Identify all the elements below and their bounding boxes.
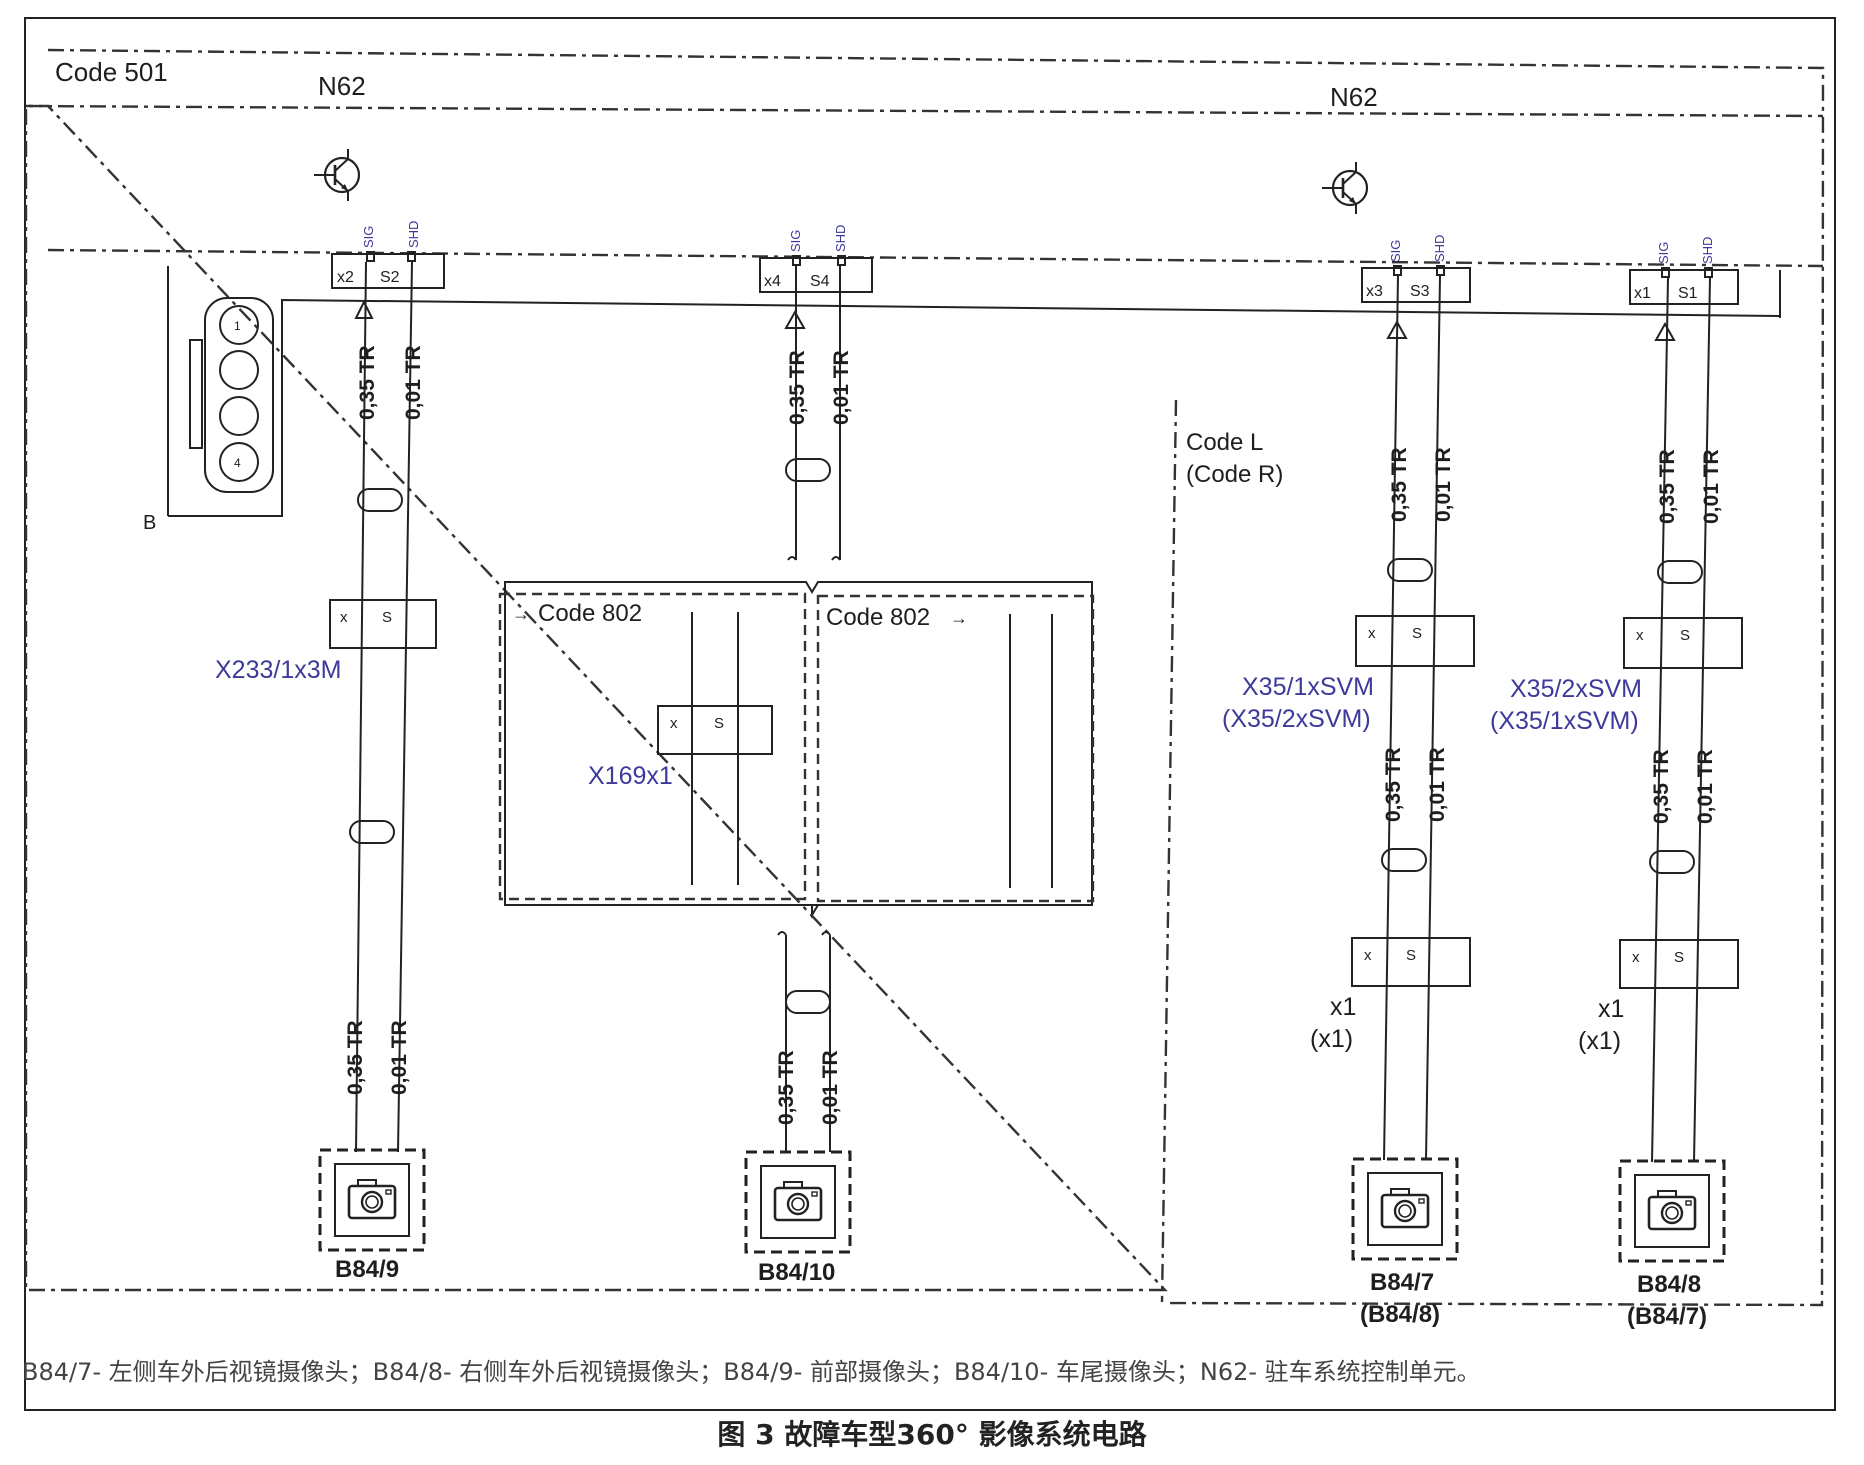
- camera-icon-b84-7: [1351, 1157, 1459, 1261]
- channel-right1: x S x S X35/1xSVM (X35/2xSVM) x1 (x1) 0,…: [1222, 275, 1475, 1161]
- svg-text:X35/2xSVM: X35/2xSVM: [1510, 675, 1642, 703]
- svg-text:0,01 TR: 0,01 TR: [388, 1020, 411, 1095]
- inline-connector-name: X233/1x3M: [215, 656, 341, 684]
- connector-s-label: S3: [1410, 283, 1430, 300]
- svg-text:x: x: [670, 715, 678, 732]
- svg-text:0,35 TR: 0,35 TR: [344, 1020, 367, 1095]
- figure-caption: 图 3 故障车型360° 影像系统电路: [717, 1418, 1147, 1451]
- camera-label-b84-8: B84/8: [1637, 1271, 1701, 1298]
- camera-label-b84-10: B84/10: [758, 1259, 835, 1286]
- module-connector-right2: x1 S1 SIG SHD: [1629, 237, 1739, 305]
- code-501-label: Code 501: [55, 57, 168, 87]
- camera-label-b84-9: B84/9: [335, 1256, 399, 1283]
- module-connector-mid: x4 S4 SIG SHD: [759, 225, 873, 293]
- svg-text:(x1): (x1): [1310, 1025, 1353, 1053]
- svg-text:x1: x1: [1598, 995, 1624, 1023]
- svg-text:0,35 TR: 0,35 TR: [775, 1050, 798, 1125]
- code-802-right: Code 802: [826, 604, 930, 631]
- svg-text:S: S: [1406, 947, 1416, 964]
- svg-text:x: x: [1364, 947, 1372, 964]
- svg-text:0,35 TR: 0,35 TR: [786, 350, 809, 425]
- svg-text:0,35 TR: 0,35 TR: [1388, 447, 1411, 522]
- svg-text:S: S: [382, 609, 392, 626]
- svg-text:→: →: [950, 608, 968, 628]
- module-connector-left: x2 S2 SIG SHD: [331, 221, 445, 289]
- camera-icon-b84-8: [1618, 1159, 1726, 1263]
- svg-text:x: x: [340, 609, 348, 626]
- svg-text:x1: x1: [1330, 993, 1356, 1021]
- camera-icon-b84-10: [744, 1150, 852, 1254]
- code-r-label: (Code R): [1186, 461, 1283, 488]
- plug-pin-1: 1: [234, 319, 241, 333]
- camera-label-b84-8-alt: (B84/7): [1627, 1303, 1707, 1330]
- plug-pin-4: 4: [234, 456, 241, 470]
- svg-text:0,01 TR: 0,01 TR: [1700, 449, 1723, 524]
- svg-text:S: S: [1680, 627, 1690, 644]
- can-bus-line: [168, 298, 1781, 517]
- svg-text:S: S: [1412, 625, 1422, 642]
- svg-text:x: x: [1368, 625, 1376, 642]
- svg-text:X35/1xSVM: X35/1xSVM: [1242, 673, 1374, 701]
- svg-text:x: x: [1632, 949, 1640, 966]
- svg-text:0,35 TR: 0,35 TR: [1650, 749, 1673, 824]
- svg-text:0,35 TR: 0,35 TR: [1382, 747, 1405, 822]
- svg-text:S: S: [1674, 949, 1684, 966]
- connector-s-label: S4: [810, 273, 830, 290]
- channel-left: x S X233/1x3M 0,35 TR 0,01 TR 0,35 TR 0,…: [215, 261, 437, 1153]
- camera-icon-b84-9: [318, 1148, 426, 1252]
- code-l-label: Code L: [1186, 429, 1263, 456]
- module-connector-right1: x3 S3 SIG SHD: [1361, 235, 1471, 303]
- plug-b: 1 4 B: [143, 297, 274, 534]
- svg-text:0,01 TR: 0,01 TR: [830, 350, 853, 425]
- shd-label: SHD: [833, 225, 848, 252]
- connector-s-label: S2: [380, 269, 400, 286]
- camera-label-b84-7-alt: (B84/8): [1360, 1301, 1440, 1328]
- shd-label: SHD: [1700, 237, 1715, 264]
- svg-text:0,01 TR: 0,01 TR: [402, 345, 425, 420]
- svg-text:0,01 TR: 0,01 TR: [819, 1050, 842, 1125]
- code-501-boundary: [24, 48, 1825, 1307]
- transistor-icon-right: [1320, 160, 1369, 216]
- code-802-region: Code 802 → Code 802 → x S X169x1: [498, 581, 1095, 919]
- svg-text:(x1): (x1): [1578, 1027, 1621, 1055]
- connector-x-label: x1: [1634, 285, 1651, 302]
- svg-text:x: x: [1636, 627, 1644, 644]
- plug-label: B: [143, 512, 156, 534]
- code-l-boundary: [1160, 399, 1178, 1303]
- channel-mid: 0,35 TR 0,01 TR 0,35 TR 0,01 TR: [775, 266, 853, 1152]
- shd-label: SHD: [1432, 235, 1447, 262]
- sig-label: SIG: [788, 230, 803, 252]
- connector-s-label: S1: [1678, 285, 1698, 302]
- sig-label: SIG: [361, 226, 376, 248]
- legend-text: B84/7- 左侧车外后视镜摄像头；B84/8- 右侧车外后视镜摄像头；B84/…: [22, 1358, 1481, 1386]
- camera-label-b84-7: B84/7: [1370, 1269, 1434, 1296]
- svg-text:0,01 TR: 0,01 TR: [1694, 749, 1717, 824]
- sig-label: SIG: [1656, 242, 1671, 264]
- outer-frame: [24, 17, 1836, 1411]
- n62-label-left: N62: [318, 71, 366, 101]
- transistor-icon-left: [312, 147, 361, 203]
- sig-label: SIG: [1388, 240, 1403, 262]
- shd-label: SHD: [406, 221, 421, 248]
- connector-x-label: x3: [1366, 283, 1383, 300]
- n62-label-right: N62: [1330, 82, 1378, 112]
- svg-text:0,35 TR: 0,35 TR: [1656, 449, 1679, 524]
- connector-x-label: x2: [337, 269, 354, 286]
- n62-boundary: [47, 248, 1824, 268]
- inline-connector-name: X169x1: [588, 762, 673, 790]
- svg-text:→: →: [512, 604, 530, 624]
- svg-text:0,35 TR: 0,35 TR: [356, 345, 379, 420]
- svg-text:0,01 TR: 0,01 TR: [1426, 747, 1449, 822]
- svg-text:0,01 TR: 0,01 TR: [1432, 447, 1455, 522]
- svg-text:(X35/1xSVM): (X35/1xSVM): [1490, 707, 1639, 735]
- connector-x-label: x4: [764, 273, 781, 290]
- svg-text:(X35/2xSVM): (X35/2xSVM): [1222, 705, 1371, 733]
- channel-right2: x S x S X35/2xSVM (X35/1xSVM) x1 (x1) 0,…: [1490, 277, 1743, 1163]
- code-802-left: Code 802: [538, 600, 642, 627]
- svg-text:S: S: [714, 715, 724, 732]
